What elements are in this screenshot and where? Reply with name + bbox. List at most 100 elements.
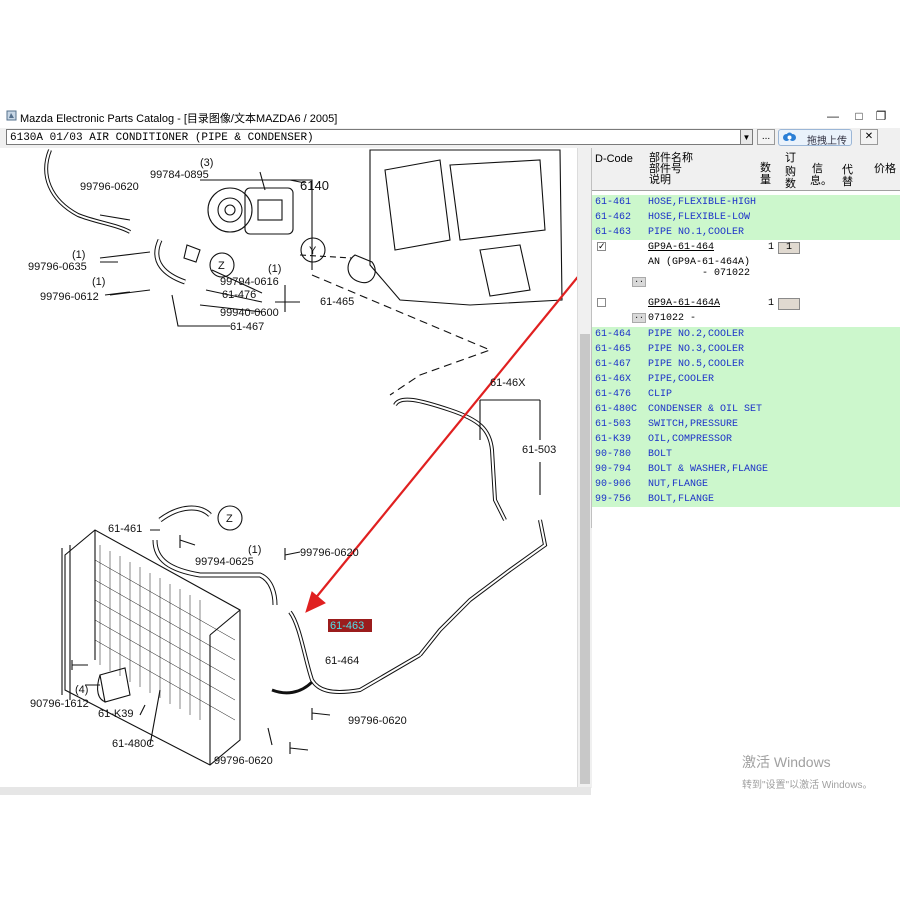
- variant-checkbox[interactable]: [597, 298, 606, 307]
- section-select[interactable]: 6130A 01/03 AIR CONDITIONER (PIPE & COND…: [6, 129, 748, 145]
- variant-part-no[interactable]: GP9A-61-464: [648, 242, 715, 253]
- order-qty-input[interactable]: [778, 298, 800, 310]
- header-name: 部件名称: [649, 152, 693, 164]
- row-code: 61-476: [595, 389, 632, 400]
- row-desc: HOSE,FLEXIBLE-LOW: [648, 212, 751, 223]
- label-61-480c: 61-480C: [112, 738, 154, 750]
- row-code: 61-467: [595, 359, 632, 370]
- label-61-k39: 61-K39: [98, 708, 133, 720]
- parts-row[interactable]: 61-503 SWITCH,PRESSURE: [592, 417, 900, 432]
- label-61-461: 61-461: [108, 523, 142, 535]
- label-61-503: 61-503: [522, 444, 556, 456]
- row-code: 61-462: [595, 212, 632, 223]
- row-desc: CONDENSER & OIL SET: [648, 404, 763, 415]
- variant-date: - 071022: [702, 268, 751, 279]
- header-part-no: 部件号: [649, 163, 682, 175]
- qty-1-a: (1): [72, 249, 85, 261]
- label-z-bottom: Z: [226, 513, 233, 525]
- header-order-1: 订: [785, 152, 796, 164]
- variant-qty: 1: [768, 242, 775, 253]
- label-6140: 6140: [300, 178, 329, 193]
- qty-4: (4): [75, 684, 88, 696]
- details-button[interactable]: ..: [632, 313, 646, 323]
- row-desc: PIPE NO.1,COOLER: [648, 227, 745, 238]
- header-price: 价格: [874, 163, 896, 175]
- header-desc: 说明: [649, 174, 671, 186]
- label-99796-0620-d: 99796-0620: [214, 755, 273, 767]
- scrollbar-thumb[interactable]: [580, 334, 590, 784]
- header-proxy: 代替: [842, 164, 853, 188]
- parts-row[interactable]: 61-476 CLIP: [592, 387, 900, 402]
- row-desc: OIL,COMPRESSOR: [648, 434, 733, 445]
- qty-3: (3): [200, 157, 213, 169]
- row-code: 61-464: [595, 329, 632, 340]
- qty-1-d: (1): [248, 544, 261, 556]
- parts-table: D-Code 部件名称 部件号 说明 数量 订 购数 信 息。 代替 价格 61…: [591, 148, 900, 528]
- row-desc: PIPE NO.3,COOLER: [648, 344, 745, 355]
- parts-row[interactable]: 90-906 NUT,FLANGE: [592, 477, 900, 492]
- chevron-down-icon[interactable]: ▼: [740, 129, 753, 145]
- vertical-scrollbar[interactable]: [577, 148, 592, 788]
- label-90796-1612: 90796-1612: [30, 698, 89, 710]
- label-61-476: 61-476: [222, 289, 256, 301]
- header-info-2: 息。: [810, 175, 832, 187]
- parts-row[interactable]: 61-463 PIPE NO.1,COOLER: [592, 225, 900, 240]
- label-99784-0895: 99784-0895: [150, 169, 209, 181]
- row-desc: NUT,FLANGE: [648, 479, 709, 490]
- horizontal-scrollbar[interactable]: [0, 787, 591, 795]
- label-y: Y: [309, 245, 317, 257]
- order-qty-input[interactable]: 1: [778, 242, 800, 254]
- browse-button[interactable]: ...: [757, 129, 775, 145]
- variant-note: 071022 -: [648, 313, 697, 324]
- row-desc: BOLT & WASHER,FLANGE: [648, 464, 769, 475]
- details-button[interactable]: ..: [632, 277, 646, 287]
- toolbar: 6130A 01/03 AIR CONDITIONER (PIPE & COND…: [0, 128, 900, 148]
- parts-row[interactable]: 61-467 PIPE NO.5,COOLER: [592, 357, 900, 372]
- row-desc: BOLT,FLANGE: [648, 494, 715, 505]
- window-title: Mazda Electronic Parts Catalog - [目录图像/文…: [20, 113, 338, 125]
- label-61-464: 61-464: [325, 655, 359, 667]
- label-99796-0612: 99796-0612: [40, 291, 99, 303]
- variant-part-no[interactable]: GP9A-61-464A: [648, 298, 721, 309]
- row-code: 90-794: [595, 464, 632, 475]
- parts-diagram[interactable]: 99796-0620 (3) 99784-0895 6140 (1) 99796…: [0, 148, 577, 788]
- row-desc: SWITCH,PRESSURE: [648, 419, 739, 430]
- parts-row[interactable]: 61-461 HOSE,FLEXIBLE-HIGH: [592, 195, 900, 210]
- row-code: 99-756: [595, 494, 632, 505]
- highlight-arrow: [305, 276, 577, 613]
- qty-1-b: (1): [92, 276, 105, 288]
- row-code: 61-46X: [595, 374, 632, 385]
- restore-button[interactable]: ❐: [875, 109, 887, 123]
- label-z-top: Z: [218, 260, 225, 272]
- row-desc: BOLT: [648, 449, 673, 460]
- row-desc: PIPE NO.5,COOLER: [648, 359, 745, 370]
- label-99796-0620-b: 99796-0620: [300, 547, 359, 559]
- row-code: 61-K39: [595, 434, 632, 445]
- part-variant-2: GP9A-61-464A 1 071022 - ..: [592, 296, 900, 328]
- row-code: 61-503: [595, 419, 632, 430]
- parts-row[interactable]: 61-K39 OIL,COMPRESSOR: [592, 432, 900, 447]
- header-qty: 数量: [760, 162, 771, 186]
- variant-qty: 1: [768, 298, 775, 309]
- parts-row[interactable]: 99-756 BOLT,FLANGE: [592, 492, 900, 507]
- label-99796-0635: 99796-0635: [28, 261, 87, 273]
- minimize-button[interactable]: —: [827, 109, 839, 123]
- close-icon[interactable]: ✕: [860, 129, 878, 145]
- parts-row[interactable]: 61-462 HOSE,FLEXIBLE-LOW: [592, 210, 900, 225]
- part-variant-1: ✓ GP9A-61-464 1 1 AN (GP9A-61-464A) - 07…: [592, 240, 900, 287]
- parts-row[interactable]: 90-794 BOLT & WASHER,FLANGE: [592, 462, 900, 477]
- row-desc: CLIP: [648, 389, 673, 400]
- upload-button[interactable]: 拖拽上传: [778, 129, 852, 147]
- variant-note: AN (GP9A-61-464A): [648, 257, 751, 268]
- variant-checkbox[interactable]: ✓: [597, 242, 606, 252]
- label-61-467: 61-467: [230, 321, 264, 333]
- maximize-button[interactable]: □: [855, 109, 863, 123]
- row-code: 90-906: [595, 479, 632, 490]
- label-99796-0620-c: 99796-0620: [348, 715, 407, 727]
- app-icon: [6, 110, 17, 121]
